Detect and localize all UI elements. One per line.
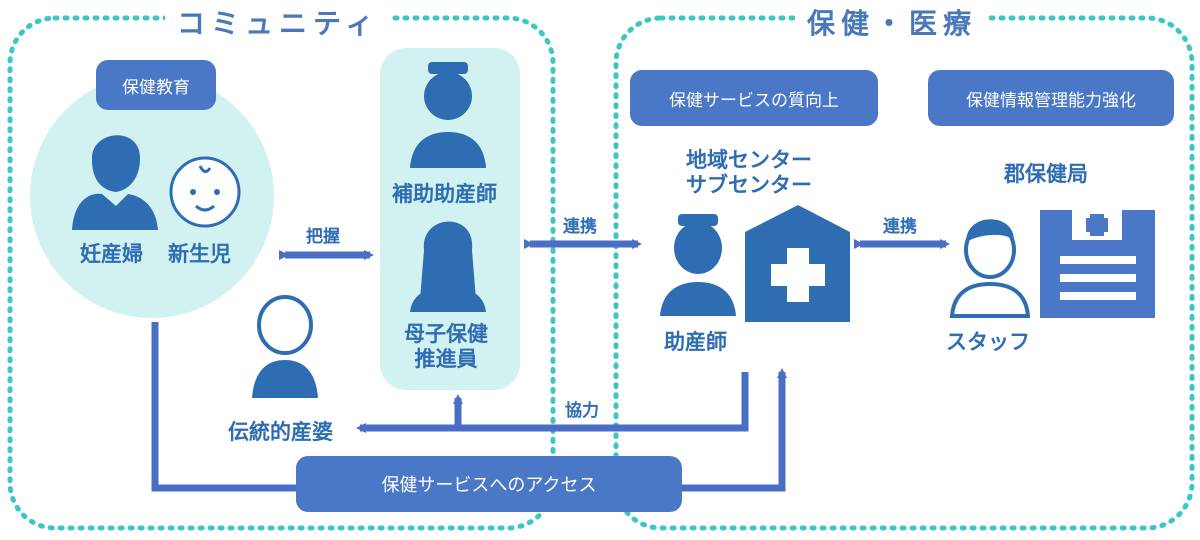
mch-promoter-label: 母子保健 推進員 <box>404 322 488 372</box>
staff-label: スタッフ <box>946 330 1030 354</box>
district-office-icon <box>1040 210 1155 318</box>
community-section-border <box>7 15 556 531</box>
newborn-label: 新生児 <box>168 242 231 266</box>
health-education-pill: 保健教育 <box>96 60 216 110</box>
coop-label-right: 連携 <box>883 217 917 237</box>
staff-icon <box>949 219 1031 318</box>
info-management-pill: 保健情報管理能力強化 <box>928 70 1174 126</box>
quality-improvement-pill: 保健サービスの質向上 <box>630 70 878 126</box>
traditional-midwife-label: 伝統的産婆 <box>228 420 333 444</box>
mother-child-circle <box>30 74 274 318</box>
midwife-icon <box>660 214 736 316</box>
community-section-title: コミュニティ <box>165 2 392 42</box>
grasp-label: 把握 <box>306 227 340 247</box>
clinic-building-icon <box>745 205 850 322</box>
access-pill: 保健サービスへのアクセス <box>296 456 682 512</box>
assistant-midwife-icon <box>410 62 486 168</box>
collab-label: 協力 <box>565 401 599 421</box>
collab-line <box>356 372 749 433</box>
mch-promoter-icon <box>410 221 486 312</box>
center-label: 地域センター サブセンター <box>686 148 812 198</box>
assistant-midwife-label: 補助助産師 <box>392 182 497 206</box>
health-section-title: 保健・医療 <box>795 2 990 42</box>
baby-icon <box>169 156 241 228</box>
midwife-label: 助産師 <box>664 330 727 354</box>
pregnant-woman-icon <box>72 135 158 230</box>
pregnant-label: 妊産婦 <box>80 242 143 266</box>
district-office-label: 郡保健局 <box>1004 162 1088 186</box>
coop-label-left: 連携 <box>563 217 597 237</box>
traditional-midwife-icon <box>252 295 318 398</box>
